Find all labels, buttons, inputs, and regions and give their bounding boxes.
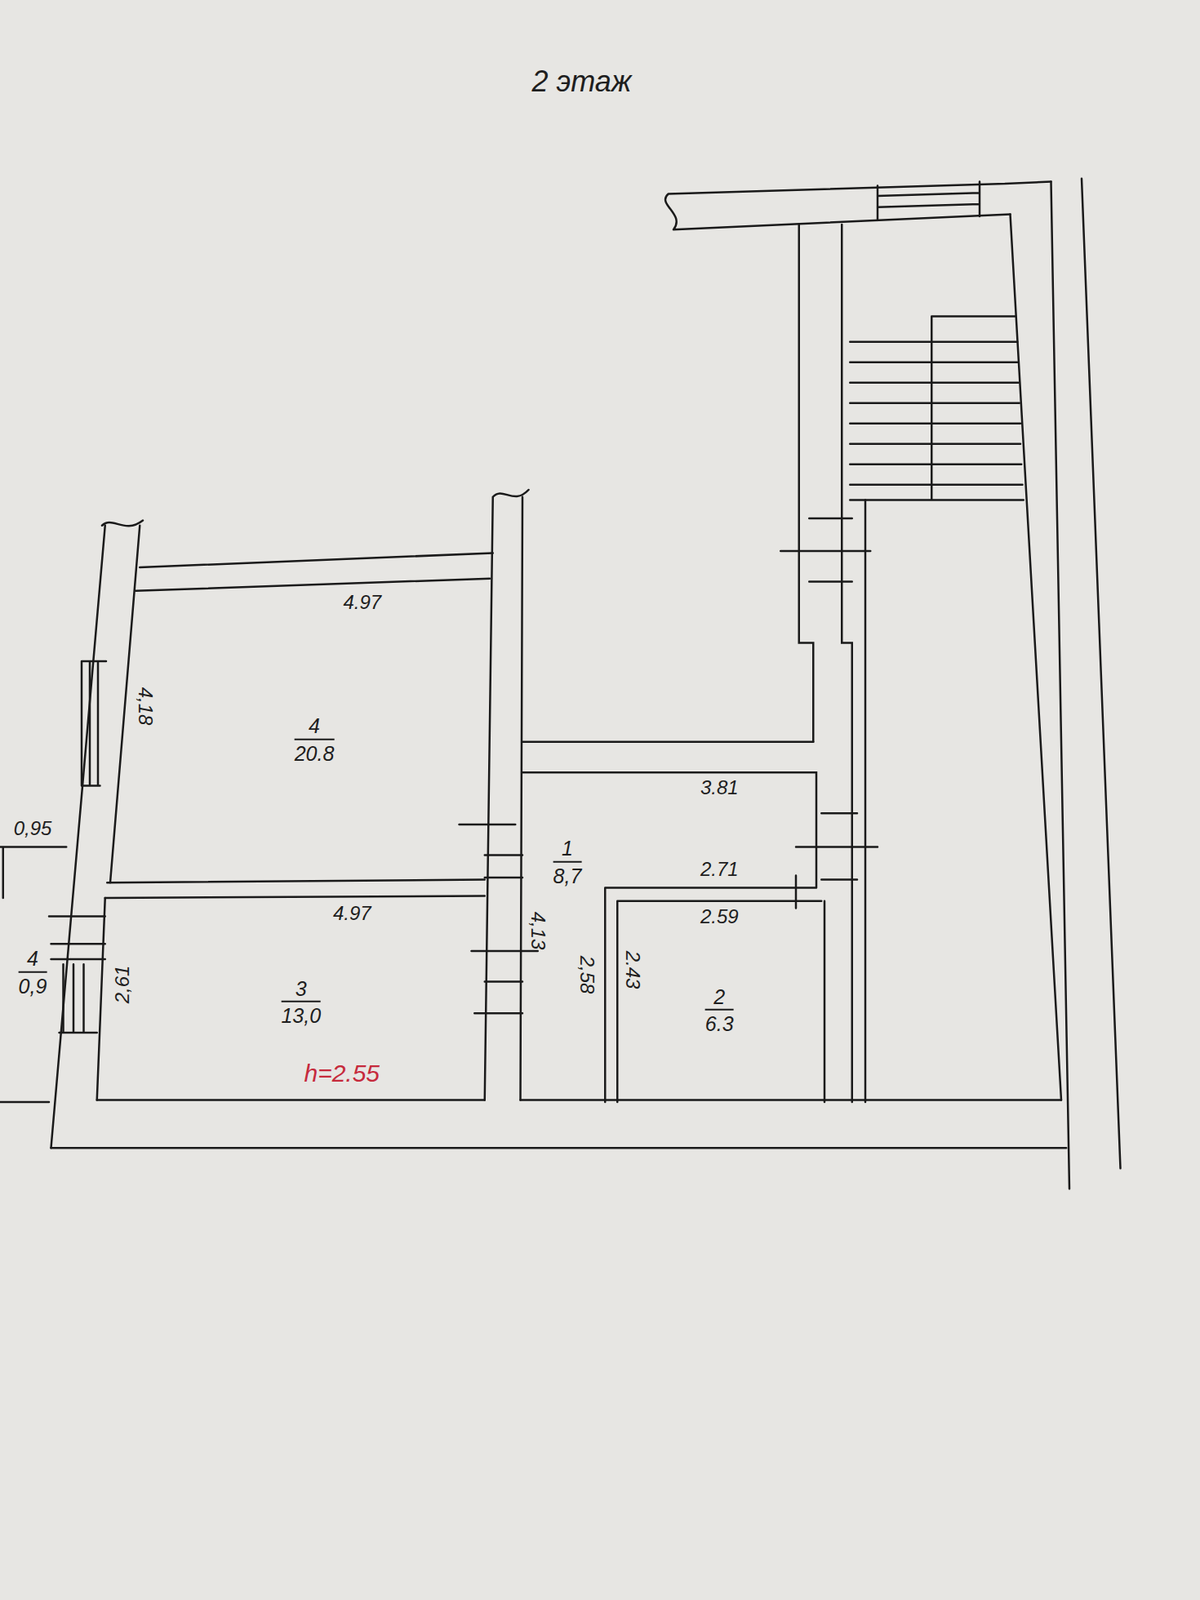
corridor-walls [522,772,825,1103]
windows [59,182,981,1034]
dimension-label: 2,61 [111,965,134,1005]
room-label: 313,0 [280,976,321,1028]
room-label: 420.8 [294,714,335,766]
room-number: 4 [308,714,320,738]
dimension-label: 4.97 [333,902,372,925]
dimension-label: 4,18 [133,687,157,726]
room-top-wall [135,553,494,592]
room: 26.3 [617,901,825,1101]
room: 420.8 [110,582,490,884]
room-area: 0,9 [18,971,48,999]
window-symbol [59,964,98,1033]
bottom-wall [0,1100,1067,1149]
dimension-label: 3.81 [700,776,739,800]
door-ticks [48,518,878,1014]
door-symbol [459,824,524,878]
room-number: 1 [561,836,574,861]
stair-top-wall [665,182,1051,231]
dimension-label: 2,58 [575,955,599,994]
right-exterior-wall [1010,178,1121,1190]
room-label: 18,7 [553,836,583,889]
room-number: 3 [295,976,307,1000]
door-symbol [471,951,538,1014]
left-exterior-wall [51,520,144,1149]
room-number: 4 [26,946,39,971]
ceiling-height: h=2.55 [303,1059,380,1089]
stair-treads [849,316,1024,501]
dimension-label: 2.71 [700,857,739,881]
dimension-label: 2.59 [700,905,739,929]
room-number: 2 [713,984,725,1009]
walls [0,178,1121,1190]
room-label: 26.3 [705,984,734,1036]
stair-walls [799,224,866,1103]
window-symbol [877,182,980,220]
room: 40,9 [0,847,49,1103]
middle-wall [484,489,529,1101]
dimension-label: 4.97 [342,591,382,614]
room: 313,0 [97,897,485,1101]
balcony-outline [0,847,67,899]
window-symbol [81,661,107,787]
dimension-label: 0,95 [13,817,53,840]
stair-symbol [849,316,1024,501]
upper-area-wall [522,741,814,744]
room-area: 6.3 [705,1008,734,1036]
room-area: 8,7 [553,861,583,889]
door-symbol [780,518,871,583]
dimension-label: 4,13 [526,911,550,951]
partition-wall [105,880,485,899]
room-area: 13,0 [280,1000,321,1028]
dimension-label: 2.43 [621,950,645,989]
plan-title: 2 этаж [531,64,632,99]
room-label: 40,9 [18,946,48,999]
room-area: 20.8 [294,738,335,766]
door-symbol [795,813,878,880]
door-symbol [48,916,106,960]
